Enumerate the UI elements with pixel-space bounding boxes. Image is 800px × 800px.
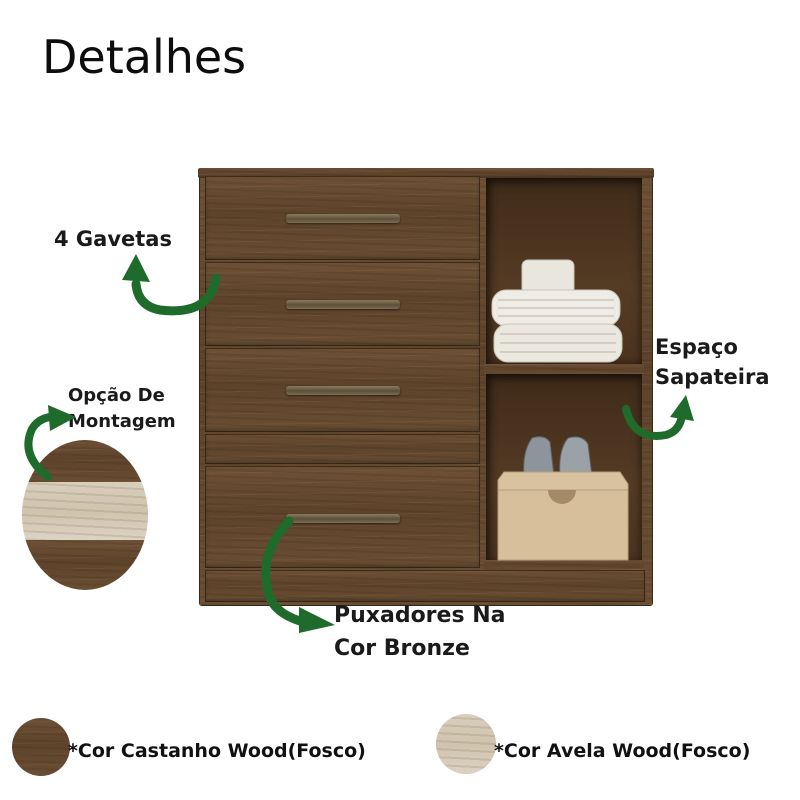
shoe-box xyxy=(497,471,629,561)
drawer-3-lower xyxy=(205,434,480,464)
drawer-4 xyxy=(205,466,480,568)
shoe-space-callout-line2: Sapateira xyxy=(655,365,770,389)
handles-callout-line1: Puxadores Na xyxy=(334,603,506,628)
drawers-callout: 4 Gavetas xyxy=(54,227,172,251)
assembly-callout-line2: Montagem xyxy=(68,411,176,432)
drawer-handle xyxy=(285,214,400,223)
handles-callout-line2: Cor Bronze xyxy=(334,636,470,661)
assembly-arrow-icon xyxy=(24,405,76,481)
color-swatch-avela xyxy=(436,714,496,774)
assembly-option-swatch xyxy=(22,440,148,590)
drawer-handle xyxy=(285,514,400,523)
middle-shelf xyxy=(484,364,644,374)
assembly-callout-line1: Opção De xyxy=(68,385,165,406)
handles-arrow-icon xyxy=(261,516,335,633)
shoe-space-arrow-icon xyxy=(622,395,694,440)
shoe-space-callout-line1: Espaço xyxy=(655,335,738,359)
drawer-handle xyxy=(285,300,400,309)
color-swatch-castanho xyxy=(12,718,70,776)
drawers-arrow-icon xyxy=(122,254,221,316)
page-title: Detalhes xyxy=(42,30,247,84)
color-option-castanho-label: *Cor Castanho Wood(Fosco) xyxy=(68,740,366,762)
drawer-1 xyxy=(205,176,480,260)
folded-towels xyxy=(491,259,623,363)
dresser-base xyxy=(205,570,645,602)
drawer-handle xyxy=(285,386,400,395)
drawer-3 xyxy=(205,348,480,432)
color-option-avela-label: *Cor Avela Wood(Fosco) xyxy=(494,740,751,762)
bottom-shelf xyxy=(484,560,644,570)
drawer-2 xyxy=(205,262,480,346)
dresser-top xyxy=(198,168,654,178)
